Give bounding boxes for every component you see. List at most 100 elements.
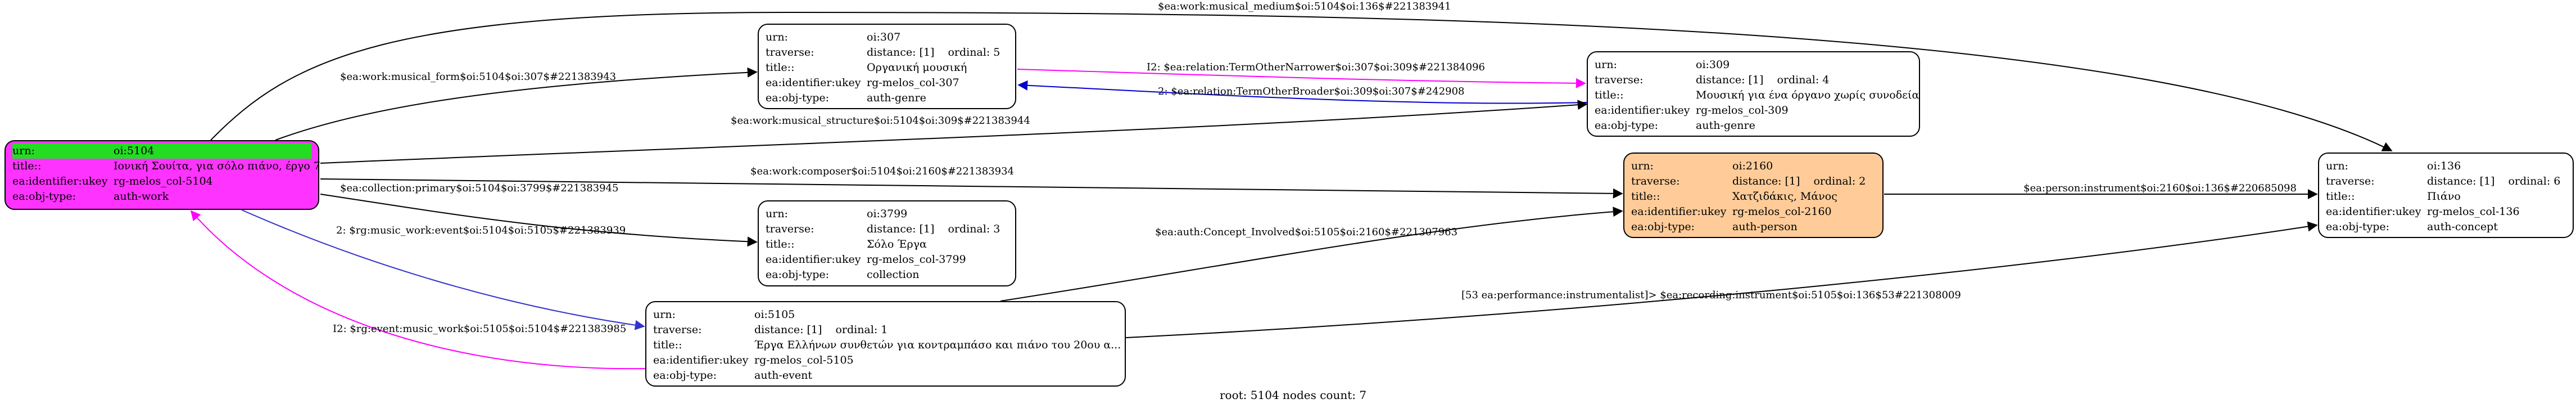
node-row: ea:obj-type: auth-person — [1631, 219, 1876, 235]
edge-broader[interactable] — [1017, 80, 1587, 104]
edge-label: $ea:work:composer$oi:5104$oi:2160$#22138… — [750, 165, 1014, 177]
edge-recording[interactable] — [1125, 221, 2318, 338]
row-key: urn: — [766, 31, 788, 43]
edge-form[interactable] — [275, 67, 758, 141]
row-value: distance: [1] — [1696, 74, 1764, 86]
edge-label: $ea:work:musical_medium$oi:5104$oi:136$#… — [1158, 1, 1451, 12]
row-value: rg-melos_col-2160 — [1732, 205, 1832, 218]
row-value: Χατζιδάκις, Μάνος — [1732, 190, 1837, 203]
node-row: urn: oi:5104 — [12, 144, 311, 159]
node-row: traverse:distance: [1]ordinal: 1 — [653, 322, 1118, 338]
row-key: urn: — [2326, 160, 2348, 172]
row-value: Πιάνο — [2427, 190, 2461, 203]
row-key: title:: — [1631, 190, 1660, 203]
node-row: title::Πιάνο — [2326, 189, 2566, 204]
row-value: oi:2160 — [1732, 160, 1773, 172]
row-key: traverse: — [766, 223, 814, 235]
node-row: ea:obj-type: auth-genre — [766, 91, 1008, 106]
edge-label: $ea:work:musical_form$oi:5104$oi:307$#22… — [340, 71, 616, 83]
row-key: ea:identifier:ukey — [1595, 104, 1690, 116]
node-row: urn: oi:2160 — [1631, 159, 1876, 174]
row-ordinal: ordinal: 1 — [835, 324, 888, 336]
row-key: ea:obj-type: — [12, 190, 76, 203]
node-row: title::Οργανική μουσική — [766, 60, 1008, 75]
row-key: title:: — [2326, 190, 2355, 203]
row-ordinal: ordinal: 6 — [2508, 175, 2561, 187]
row-key: traverse: — [2326, 175, 2375, 187]
edge-event[interactable] — [241, 209, 645, 330]
edge-medium[interactable] — [210, 11, 2393, 151]
row-key: urn: — [766, 208, 788, 220]
node-row: ea:identifier:ukey rg-melos_col-2160 — [1631, 204, 1876, 219]
node-row: ea:obj-type:auth-work — [12, 189, 311, 204]
row-key: traverse: — [1631, 175, 1680, 187]
edge-involved[interactable] — [1000, 207, 1623, 302]
node-row: urn:oi:3799 — [766, 207, 1008, 222]
row-key: traverse: — [1595, 74, 1644, 86]
node-row: urn: oi:136 — [2326, 159, 2566, 174]
row-key: ea:identifier:ukey — [653, 354, 749, 366]
edge-collection[interactable] — [320, 194, 758, 247]
row-key: title:: — [1595, 89, 1624, 101]
row-key: ea:obj-type: — [766, 268, 830, 281]
row-key: title:: — [766, 238, 795, 250]
row-key: urn: — [1631, 160, 1654, 172]
row-value: oi:136 — [2427, 160, 2461, 172]
node-row: traverse: distance: [1] ordinal: 6 — [2326, 174, 2566, 189]
edge-label: $ea:work:musical_structure$oi:5104$oi:30… — [731, 115, 1030, 127]
edge-narrower[interactable] — [1017, 69, 1586, 88]
row-value: rg-melos_col-136 — [2427, 205, 2520, 218]
node-2160[interactable]: urn: oi:2160 traverse:distance: [1]ordinal… — [1623, 153, 1884, 238]
row-value: auth-genre — [867, 92, 926, 104]
node-row: urn: oi:307 — [766, 30, 1008, 45]
node-row: urn:oi:309 — [1595, 57, 1912, 73]
row-ordinal: ordinal: 4 — [1777, 74, 1830, 86]
node-136[interactable]: urn: oi:136 traverse: distance: [1] ordinal:… — [2318, 153, 2574, 238]
row-value: distance: [1] — [2427, 175, 2495, 187]
edge-eventback[interactable] — [190, 210, 646, 370]
row-value: auth-genre — [1696, 119, 1755, 132]
row-key: traverse: — [766, 46, 814, 59]
row-key: ea:obj-type: — [653, 369, 717, 382]
row-value: oi:309 — [1696, 59, 1730, 71]
row-key: ea:identifier:ukey — [1631, 205, 1727, 218]
row-key: ea:identifier:ukey — [12, 175, 108, 187]
row-value: oi:5105 — [754, 308, 795, 321]
row-key: title:: — [766, 61, 795, 74]
node-row: title::Σόλο Έργα — [766, 237, 1008, 252]
node-row: ea:obj-type: auth-genre — [1595, 118, 1912, 133]
row-value: Σόλο Έργα — [867, 238, 927, 250]
edge-label: [53 ea:performance:instrumentalist]> $ea… — [1461, 289, 1961, 301]
row-key: urn: — [653, 308, 676, 321]
row-value: oi:5104 — [114, 145, 155, 157]
row-value: rg-melos_col-307 — [867, 77, 959, 89]
node-row: ea:obj-type:auth-concept — [2326, 219, 2566, 235]
row-key: traverse: — [653, 324, 702, 336]
row-key: urn: — [12, 145, 35, 157]
row-key: ea:obj-type: — [1595, 119, 1659, 132]
edge-structure[interactable] — [320, 100, 1588, 164]
row-value: auth-person — [1732, 221, 1798, 233]
row-value: Ιονική Σουίτα, για σόλο πιάνο, έργο 7 — [114, 160, 320, 172]
row-key: ea:obj-type: — [766, 92, 830, 104]
row-value: distance: [1] — [867, 223, 935, 235]
node-row: title::Ιονική Σουίτα, για σόλο πιάνο, έρ… — [12, 159, 320, 174]
node-row: traverse:distance: [1]ordinal: 2 — [1631, 174, 1876, 189]
node-row: ea:obj-type:collection — [766, 267, 1008, 283]
row-key: ea:obj-type: — [1631, 221, 1695, 233]
row-value: oi:307 — [867, 31, 901, 43]
row-key: ea:obj-type: — [2326, 221, 2390, 233]
edge-label: I2: $rg:event:music_work$oi:5105$oi:5104… — [333, 323, 626, 335]
